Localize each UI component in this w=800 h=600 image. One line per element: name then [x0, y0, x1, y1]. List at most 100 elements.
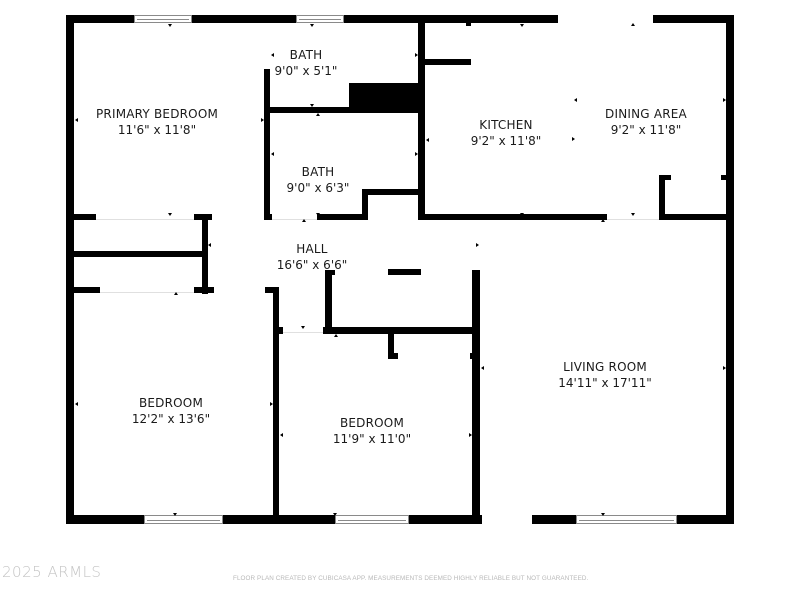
- exterior-wall-top: [192, 15, 296, 23]
- door-bath-2: [272, 215, 317, 220]
- window-bedroom-3: [335, 515, 409, 524]
- exterior-wall-bottom: [532, 515, 576, 524]
- exterior-wall-bottom: [677, 515, 734, 524]
- wall-bath-kitchen: [418, 15, 425, 220]
- opening-kitchen-living: [607, 215, 659, 220]
- wall-hall-closet-right: [472, 270, 480, 524]
- wall-kitchen-living: [418, 214, 607, 220]
- opening-dining-top: [558, 15, 653, 23]
- room-label-bath-2: BATH 9'0" x 6'3": [287, 164, 350, 196]
- door-bedroom-2: [100, 288, 194, 293]
- wall-bedroom3-closet-stub: [388, 353, 398, 359]
- measure-tick-icon: [333, 513, 337, 516]
- window-bath: [296, 15, 344, 23]
- measure-tick-icon: [520, 213, 524, 216]
- measure-tick-icon: [601, 219, 605, 222]
- room-name: BEDROOM: [339, 416, 405, 430]
- wall-hall-closet-top-mid: [388, 269, 421, 275]
- room-label-bath-1: BATH 9'0" x 5'1": [275, 47, 338, 79]
- measure-tick-icon: [469, 433, 472, 437]
- measure-tick-icon: [208, 243, 211, 247]
- measure-tick-icon: [601, 513, 605, 516]
- wall-bedroom2-top: [194, 287, 214, 293]
- room-name: BATH: [289, 48, 323, 62]
- exterior-wall-top: [344, 15, 558, 23]
- room-label-bedroom-2: BEDROOM 12'2" x 13'6": [132, 395, 210, 427]
- measure-tick-icon: [271, 53, 274, 57]
- measure-tick-icon: [280, 433, 283, 437]
- measure-tick-icon: [168, 24, 172, 27]
- measure-tick-icon: [415, 152, 418, 156]
- room-label-primary-bedroom: PRIMARY BEDROOM 11'6" x 11'8": [96, 106, 218, 138]
- disclaimer-text: FLOOR PLAN CREATED BY CUBICASA APP. MEAS…: [233, 575, 589, 582]
- room-label-bedroom-3: BEDROOM 11'9" x 11'0": [333, 415, 411, 447]
- wall-bath-closet: [362, 189, 368, 220]
- wall-primary-bath: [264, 69, 270, 220]
- room-dimensions: 12'2" x 13'6": [131, 412, 211, 426]
- wall-bath-closet: [362, 189, 420, 195]
- room-label-kitchen: KITCHEN 9'2" x 11'8": [471, 117, 542, 149]
- wall-bedroom3-top: [279, 327, 283, 334]
- exterior-wall-bottom: [66, 515, 144, 524]
- door-bedroom-3: [283, 328, 325, 333]
- wall-dining-closet-top: [721, 175, 727, 180]
- room-name: KITCHEN: [479, 118, 533, 132]
- measure-tick-icon: [334, 334, 338, 337]
- exterior-wall-right: [726, 15, 734, 524]
- measure-tick-icon: [310, 104, 314, 107]
- exterior-wall-left: [66, 15, 74, 524]
- measure-tick-icon: [174, 292, 178, 295]
- room-name: LIVING ROOM: [563, 360, 647, 374]
- measure-tick-icon: [301, 326, 305, 329]
- room-dimensions: 16'6" x 6'6": [276, 258, 348, 272]
- wall-bath-hall: [317, 214, 368, 220]
- opening-living-bottom: [482, 515, 532, 524]
- exterior-wall-bottom: [223, 515, 335, 524]
- wall-dining-living: [659, 214, 734, 220]
- room-dimensions: 11'9" x 11'0": [332, 432, 412, 446]
- exterior-wall-top: [653, 15, 734, 23]
- wall-bedroom-divider: [273, 287, 279, 524]
- wall-dining-closet: [659, 175, 665, 220]
- measure-tick-icon: [302, 219, 306, 222]
- wall-linen-closet-right: [202, 214, 208, 294]
- room-dimensions: 9'0" x 6'3": [286, 181, 350, 195]
- measure-tick-icon: [481, 366, 484, 370]
- room-name: BEDROOM: [138, 396, 204, 410]
- measure-tick-icon: [572, 137, 575, 141]
- wall-linen-closet-mid: [74, 251, 204, 257]
- room-dimensions: 9'0" x 5'1": [274, 64, 338, 78]
- exterior-wall-top: [66, 15, 134, 23]
- measure-tick-icon: [415, 53, 418, 57]
- room-dimensions: 9'2" x 11'8": [610, 123, 682, 137]
- wall-pantry: [425, 59, 471, 65]
- room-name: BATH: [301, 165, 335, 179]
- measure-tick-icon: [631, 213, 635, 216]
- window-primary-bedroom: [134, 15, 192, 23]
- measure-tick-icon: [476, 243, 479, 247]
- room-label-dining-area: DINING AREA 9'2" x 11'8": [605, 106, 687, 138]
- door-primary-bedroom: [96, 215, 194, 220]
- room-dimensions: 14'11" x 17'11": [558, 376, 652, 390]
- wall-bath-divider: [270, 107, 420, 113]
- room-dimensions: 9'2" x 11'8": [470, 134, 542, 148]
- wall-bedroom3-closet-stub: [470, 353, 476, 359]
- measure-tick-icon: [75, 402, 78, 406]
- measure-tick-icon: [723, 366, 726, 370]
- measure-tick-icon: [574, 98, 577, 102]
- measure-tick-icon: [316, 213, 320, 216]
- wall-bedroom3-closet: [388, 333, 394, 359]
- plumbing-chase: [349, 83, 420, 113]
- wall-bath-hall-stub: [264, 214, 272, 220]
- measure-tick-icon: [270, 402, 273, 406]
- exterior-wall-bottom: [409, 515, 482, 524]
- measure-tick-icon: [426, 138, 429, 142]
- wall-dining-closet-top: [659, 175, 671, 180]
- room-name: DINING AREA: [605, 107, 687, 121]
- room-dimensions: 11'6" x 11'8": [117, 123, 197, 137]
- wall-hall-closet-top-stub: [325, 270, 335, 275]
- room-label-living-room: LIVING ROOM 14'11" x 17'11": [558, 359, 651, 391]
- measure-tick-icon: [75, 118, 78, 122]
- window-bedroom-2: [144, 515, 223, 524]
